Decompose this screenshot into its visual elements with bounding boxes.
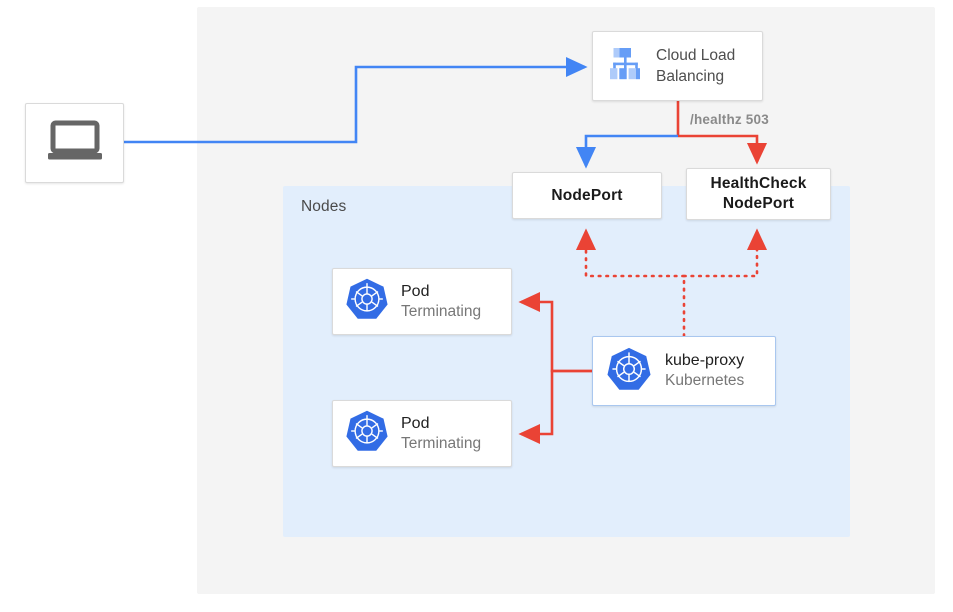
nodeport-card: NodePort xyxy=(512,172,662,219)
cloud-load-balancing-line-1: Cloud Load xyxy=(656,46,736,64)
pod-card: Pod Terminating xyxy=(332,400,512,467)
pod-card: Pod Terminating xyxy=(332,268,512,335)
kube-proxy-subtitle: Kubernetes xyxy=(665,372,745,390)
pod-title: Pod xyxy=(401,282,430,300)
laptop-icon xyxy=(46,119,104,168)
pod-status: Terminating xyxy=(401,302,482,320)
kubernetes-icon xyxy=(345,277,389,326)
healthz-status-label: /healthz 503 xyxy=(690,112,769,127)
client-device-card xyxy=(25,103,124,183)
cloud-load-balancing-icon xyxy=(605,45,645,88)
pod-title: Pod xyxy=(401,414,430,432)
pod-status: Terminating xyxy=(401,434,482,452)
healthcheck-nodeport-line-1: HealthCheck xyxy=(710,175,807,193)
kubernetes-icon xyxy=(606,346,652,397)
nodeport-label: NodePort xyxy=(551,186,623,204)
cloud-load-balancing-card: Cloud Load Balancing xyxy=(592,31,763,101)
kube-proxy-text-block: kube-proxy Kubernetes xyxy=(665,351,744,390)
kube-proxy-title: kube-proxy xyxy=(665,352,745,370)
healthcheck-nodeport-card: HealthCheck NodePort xyxy=(686,168,831,220)
cloud-load-balancing-line-2: Balancing xyxy=(656,68,725,85)
cloud-load-balancing-label: Cloud Load Balancing xyxy=(656,45,735,88)
healthcheck-nodeport-line-2: NodePort xyxy=(722,195,795,212)
pod-text-block: Pod Terminating xyxy=(401,414,481,453)
pod-text-block: Pod Terminating xyxy=(401,282,481,321)
kubernetes-icon xyxy=(345,409,389,458)
nodes-panel-label: Nodes xyxy=(301,198,347,215)
healthcheck-nodeport-label: HealthCheck NodePort xyxy=(710,174,806,214)
kube-proxy-card: kube-proxy Kubernetes xyxy=(592,336,776,406)
